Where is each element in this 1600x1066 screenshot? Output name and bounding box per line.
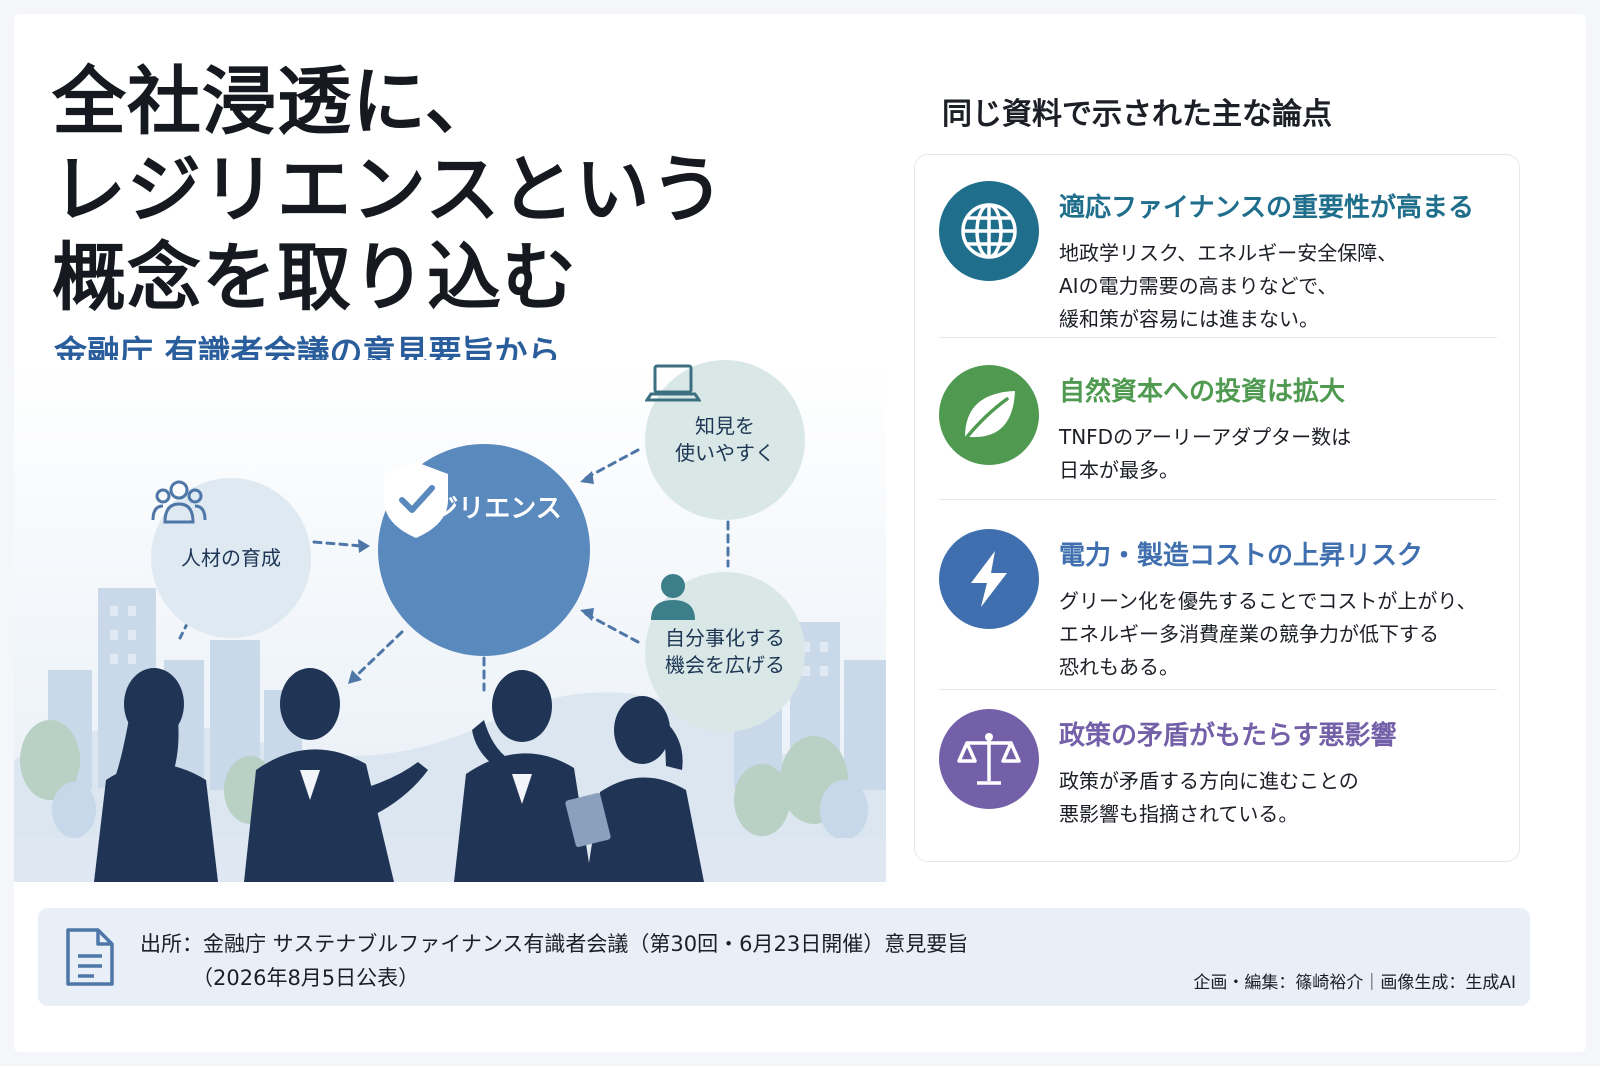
illustration: 人材の育成 知見を 使いやすく 自分事化する 機会を広げる レジリエンス <box>14 360 886 882</box>
panel-title: 同じ資料で示された主な論点 <box>942 97 1332 132</box>
point-body-line: 政策が矛盾する方向に進むことの <box>1059 769 1359 793</box>
source-date: （2026年8月5日公表） <box>192 966 420 990</box>
divider <box>939 499 1497 500</box>
node-human-resources: 人材の育成 <box>151 478 311 638</box>
title-line-3: 概念を取り込む <box>52 235 577 321</box>
point-body-line: 緩和策が容易には進まない。 <box>1059 307 1319 331</box>
divider <box>939 337 1497 338</box>
node-ownership-line-1: 自分事化する <box>665 626 785 650</box>
people-silhouettes <box>94 668 704 882</box>
key-points-panel: 適応ファイナンスの重要性が高まる 地政学リスク、エネルギー安全保障、 AIの電力… <box>914 154 1520 862</box>
node-knowledge-line-2: 使いやすく <box>675 441 775 465</box>
node-knowledge: 知見を 使いやすく <box>645 360 805 520</box>
node-ownership: 自分事化する 機会を広げる <box>645 572 805 732</box>
point-heading: 政策の矛盾がもたらす悪影響 <box>1059 721 1397 751</box>
node-resilience: レジリエンス <box>378 444 590 656</box>
point-body: 地政学リスク、エネルギー安全保障、 AIの電力需要の高まりなどで、 緩和策が容易… <box>1059 237 1509 336</box>
leaf-icon <box>965 391 1015 439</box>
people-group-icon <box>151 480 207 524</box>
document-icon <box>66 928 114 986</box>
node-knowledge-line-1: 知見を <box>695 414 755 438</box>
divider <box>939 689 1497 690</box>
point-heading: 自然資本への投資は拡大 <box>1059 377 1346 407</box>
title-line-2: レジリエンスという <box>52 147 726 233</box>
point-body: グリーン化を優先することでコストが上がり、 エネルギー多消費産業の競争力が低下す… <box>1059 585 1509 684</box>
point-body: 政策が矛盾する方向に進むことの 悪影響も指摘されている。 <box>1059 765 1509 831</box>
scales-icon <box>957 733 1021 785</box>
point-body-line: 地政学リスク、エネルギー安全保障、 <box>1059 241 1398 265</box>
point-body-line: 悪影響も指摘されている。 <box>1059 802 1299 826</box>
point-icon-circle <box>939 181 1039 281</box>
shield-check-icon <box>384 462 448 538</box>
point-icon-circle <box>939 529 1039 629</box>
node-ownership-line-2: 機会を広げる <box>665 653 785 677</box>
source-text: 出所：金融庁 サステナブルファイナンス有識者会議（第30回・6月23日開催）意見… <box>140 932 969 956</box>
title-line-1: 全社浸透に、 <box>52 59 500 145</box>
node-hr-label: 人材の育成 <box>181 545 281 570</box>
point-icon-circle <box>939 709 1039 809</box>
laptop-icon <box>645 364 701 402</box>
page-title: 全社浸透に、 レジリエンスという 概念を取り込む <box>52 58 852 322</box>
point-body: TNFDのアーリーアダプター数は 日本が最多。 <box>1059 421 1509 487</box>
point-heading: 適応ファイナンスの重要性が高まる <box>1059 193 1474 223</box>
person-icon <box>651 574 695 620</box>
source-bar: 出所：金融庁 サステナブルファイナンス有識者会議（第30回・6月23日開催）意見… <box>38 908 1530 1006</box>
point-body-line: TNFDのアーリーアダプター数は <box>1059 425 1352 449</box>
point-body-line: AIの電力需要の高まりなどで、 <box>1059 274 1338 298</box>
point-body-line: エネルギー多消費産業の競争力が低下する <box>1059 622 1439 646</box>
credit-text: 企画・編集：篠崎裕介｜画像生成：生成AI <box>1193 973 1516 993</box>
point-heading: 電力・製造コストの上昇リスク <box>1059 541 1424 571</box>
point-body-line: 恐れもある。 <box>1059 655 1179 679</box>
point-icon-circle <box>939 365 1039 465</box>
point-body-line: グリーン化を優先することでコストが上がり、 <box>1059 589 1477 613</box>
lightning-icon <box>971 551 1007 607</box>
point-body-line: 日本が最多。 <box>1059 458 1179 482</box>
globe-icon <box>961 203 1017 259</box>
